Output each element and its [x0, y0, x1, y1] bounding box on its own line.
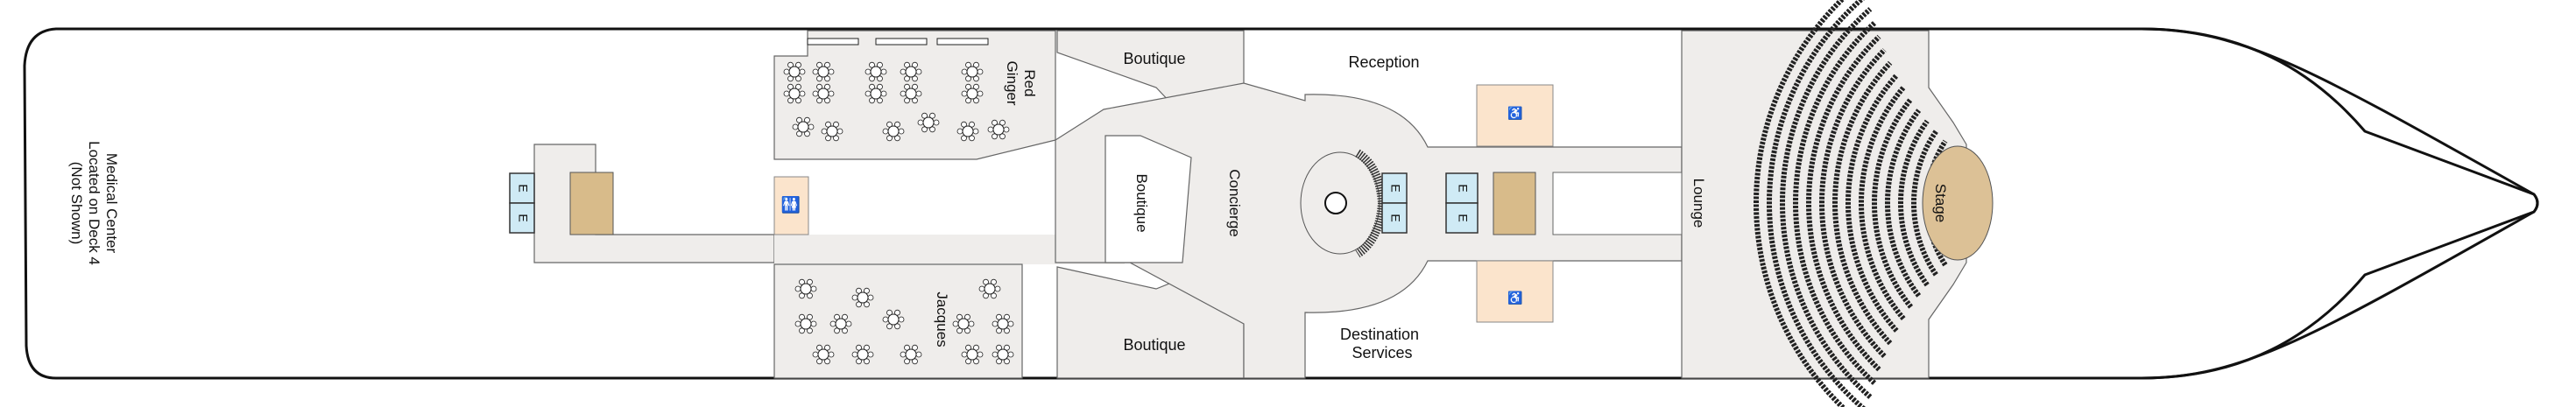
- stage-label: Stage: [1932, 184, 1949, 222]
- restroom-symbol: ♿: [1507, 291, 1522, 305]
- concierge-label: Concierge: [1226, 169, 1243, 237]
- elevator-label: E: [1388, 184, 1402, 192]
- restroom-icon: [773, 176, 809, 235]
- dining-table: [865, 83, 887, 104]
- medical-center-note: (Not Shown): [68, 162, 85, 244]
- medical-center-note: Medical Center: [103, 153, 120, 254]
- dining-table: [851, 344, 874, 365]
- dining-table: [851, 287, 874, 308]
- stairs-icon: [569, 172, 614, 235]
- seat-row: [1846, 74, 1899, 333]
- dining-table: [961, 83, 984, 104]
- elevator-icon: [1381, 202, 1408, 234]
- dining-table: [961, 344, 984, 365]
- seat-row: [1831, 60, 1893, 346]
- reception-label: Reception: [1348, 53, 1419, 71]
- bar-counter: [875, 38, 928, 46]
- dining-table: [961, 61, 984, 82]
- red-ginger-label: Red: [1021, 69, 1038, 96]
- seat-row: [1754, 0, 1846, 407]
- seat-row: [1818, 47, 1887, 359]
- boutique-center-area: [1105, 135, 1192, 263]
- forward-void: [1552, 172, 1683, 235]
- lounge-label: Lounge: [1690, 179, 1707, 228]
- atrium-centerpiece: [1324, 192, 1347, 214]
- seat-row: [1792, 21, 1877, 385]
- destination-services-label: Destination: [1340, 326, 1419, 343]
- boutique-label: Boutique: [1123, 50, 1185, 67]
- elevator-label: E: [1456, 214, 1470, 221]
- seat-row: [1779, 7, 1873, 399]
- dining-table: [952, 313, 975, 334]
- elevator-label: E: [1388, 214, 1402, 221]
- dining-table: [956, 121, 979, 142]
- boutique-label: Boutique: [1133, 173, 1150, 232]
- atrium-area: [1055, 82, 1683, 379]
- dining-table: [794, 313, 817, 334]
- stage: [1922, 145, 1994, 261]
- dining-table: [783, 83, 806, 104]
- dining-table: [792, 116, 815, 137]
- restroom-icon: [1476, 260, 1554, 323]
- dining-table: [900, 61, 922, 82]
- seat-row: [1911, 130, 1938, 277]
- elevator-label: E: [516, 214, 530, 221]
- theater-area: [1681, 30, 1967, 379]
- restroom-symbol: 🚻: [781, 195, 801, 214]
- dining-table: [812, 61, 835, 82]
- atrium-staircase: [1355, 149, 1387, 258]
- dining-table: [987, 119, 1010, 140]
- elevator-icon: [1445, 202, 1479, 234]
- red-ginger-label: Ginger: [1004, 60, 1020, 105]
- restroom-symbol: ♿: [1507, 106, 1522, 121]
- bow-shape: [2141, 27, 2539, 380]
- dining-table: [900, 83, 922, 104]
- dining-table: [794, 278, 817, 299]
- dining-table: [812, 344, 835, 365]
- medical-center-note: Located on Deck 4: [86, 141, 102, 265]
- elevator-icon: [509, 202, 535, 234]
- dining-table: [992, 313, 1014, 334]
- dining-table: [978, 278, 1001, 299]
- dining-table: [829, 313, 852, 334]
- dining-table: [865, 61, 887, 82]
- elevator-label: E: [516, 184, 530, 192]
- dining-table: [783, 61, 806, 82]
- seat-row: [1872, 97, 1914, 309]
- destination-services-label: Services: [1352, 344, 1412, 361]
- dining-table: [812, 83, 835, 104]
- seat-row: [1767, 0, 1867, 407]
- jacques-label: Jacques: [934, 291, 950, 347]
- dining-table: [917, 112, 940, 133]
- dining-table: [882, 121, 905, 142]
- seat-row: [1805, 34, 1881, 372]
- restroom-icon: [1476, 84, 1554, 147]
- stairs-icon: [1493, 172, 1536, 235]
- dining-table: [992, 344, 1014, 365]
- dining-table: [900, 344, 922, 365]
- dining-table: [882, 309, 905, 330]
- boutique-label: Boutique: [1123, 336, 1185, 354]
- elevator-label: E: [1456, 184, 1470, 192]
- bar-counter: [936, 38, 989, 46]
- bar-counter: [807, 38, 859, 46]
- seat-row: [1898, 119, 1930, 287]
- seat-row: [1885, 109, 1922, 298]
- dining-table: [821, 121, 843, 142]
